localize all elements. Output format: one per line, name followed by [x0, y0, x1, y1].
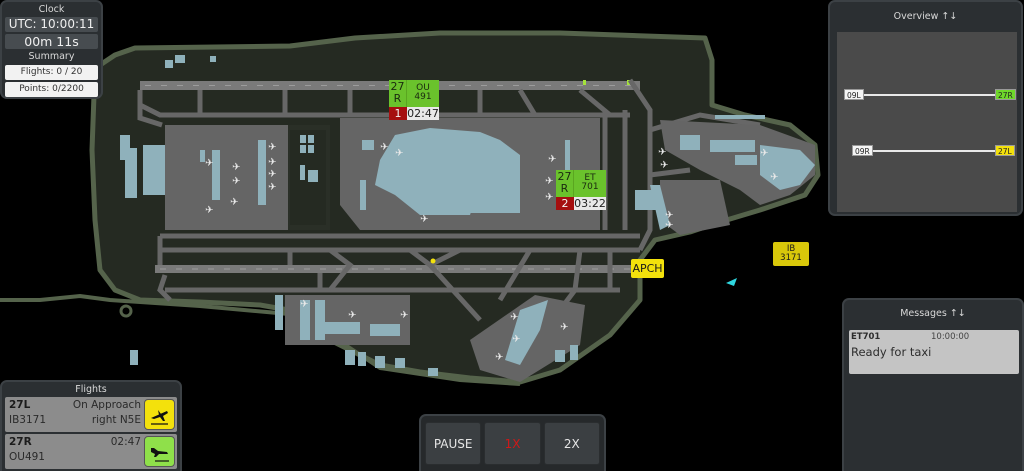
overview-title[interactable]: Overview ↑↓ — [893, 11, 958, 22]
svg-text:✈: ✈ — [400, 310, 408, 321]
overview-panel: Overview ↑↓ 09L 27R 09R 27L — [828, 0, 1023, 216]
points-count: Points: 0/2200 — [5, 82, 98, 97]
svg-text:✈: ✈ — [268, 142, 276, 153]
svg-text:✈: ✈ — [770, 172, 778, 183]
svg-text:✈: ✈ — [205, 205, 213, 216]
svg-text:✈: ✈ — [545, 176, 553, 187]
runway-line-09L-27R — [857, 94, 997, 96]
message-time: 10:00:00 — [931, 332, 970, 342]
flight-status: On Approach — [72, 399, 141, 411]
parked-aircraft: ✈✈ ✈✈✈ ✈✈✈✈ ✈✈✈ ✈✈✈ ✈✈✈ ✈✈✈ ✈✈✈ ✈✈✈ ✈ — [205, 142, 778, 363]
svg-text:✈: ✈ — [380, 142, 388, 153]
flight-status-detail: right N5E — [91, 414, 141, 426]
svg-text:✈: ✈ — [268, 169, 276, 180]
flights-panel: Flights 27L IB3171 On Approach right N5E… — [0, 380, 182, 471]
messages-panel: Messages ↑↓ ET701 10:00:00 Ready for tax… — [842, 298, 1024, 471]
svg-text:✈: ✈ — [545, 192, 553, 203]
approach-label[interactable]: APCH — [631, 259, 664, 278]
svg-text:✈: ✈ — [760, 148, 768, 159]
messages-title[interactable]: Messages ↑↓ — [900, 308, 966, 319]
arrival-icon[interactable] — [144, 399, 175, 430]
clock-title: Clock — [38, 4, 65, 15]
overview-runway-diagram: 09L 27R 09R 27L — [837, 32, 1017, 212]
flights-count: Flights: 0 / 20 — [5, 65, 98, 80]
svg-text:✈: ✈ — [512, 334, 520, 345]
runway-line-09R-27L — [867, 150, 997, 152]
svg-text:✈: ✈ — [548, 154, 556, 165]
flight-time: 02:47 — [110, 436, 141, 448]
flight-runway: 27R — [9, 436, 32, 448]
speed-1x-button[interactable]: 1X — [484, 422, 541, 465]
svg-text:✈: ✈ — [268, 157, 276, 168]
runway-end-27R: 27R — [995, 89, 1016, 100]
svg-text:✈: ✈ — [665, 210, 673, 221]
svg-text:✈: ✈ — [348, 310, 356, 321]
departure-icon[interactable] — [144, 436, 175, 467]
flight-callsign: IB3171 — [9, 414, 47, 426]
svg-text:✈: ✈ — [658, 147, 666, 158]
runway-09R-27L — [155, 265, 635, 273]
flight-card-ib3171[interactable]: 27L IB3171 On Approach right N5E — [5, 397, 177, 432]
pause-button[interactable]: PAUSE — [425, 422, 482, 465]
clock-panel: Clock UTC: 10:00:11 00m 11s Summary Flig… — [0, 0, 103, 99]
runway-end-09R: 09R — [852, 145, 873, 156]
svg-text:✈: ✈ — [232, 176, 240, 187]
svg-text:✈: ✈ — [560, 322, 568, 333]
elapsed-time: 00m 11s — [5, 34, 98, 49]
runway-end-09L: 09L — [844, 89, 864, 100]
message-text: Ready for taxi — [851, 345, 932, 359]
flight-callsign: OU491 — [9, 451, 45, 463]
svg-text:✈: ✈ — [510, 312, 518, 323]
svg-text:✈: ✈ — [230, 197, 238, 208]
strip-sequence: 2 — [556, 197, 574, 210]
strip-sequence: 1 — [389, 107, 407, 120]
flight-card-ou491[interactable]: 27R OU491 02:47 — [5, 434, 177, 469]
svg-text:✈: ✈ — [420, 214, 428, 225]
svg-text:✈: ✈ — [395, 148, 403, 159]
message-item[interactable]: ET701 10:00:00 Ready for taxi — [849, 330, 1019, 374]
flight-runway: 27L — [9, 399, 31, 411]
svg-text:✈: ✈ — [268, 182, 276, 193]
runway-end-27L: 27L — [995, 145, 1015, 156]
svg-text:✈: ✈ — [300, 299, 308, 310]
svg-text:✈: ✈ — [495, 352, 503, 363]
utc-time: UTC: 10:00:11 — [5, 17, 98, 32]
strip-time: 03:22 — [574, 197, 606, 210]
approaching-aircraft-icon — [726, 278, 737, 286]
speed-2x-button[interactable]: 2X — [543, 422, 600, 465]
speed-controls: PAUSE 1X 2X — [419, 414, 606, 471]
svg-text:✈: ✈ — [205, 158, 213, 169]
svg-text:✈: ✈ — [232, 162, 240, 173]
message-callsign: ET701 — [851, 332, 881, 342]
flights-title: Flights — [75, 384, 107, 395]
svg-text:✈: ✈ — [660, 160, 668, 171]
svg-text:✈: ✈ — [665, 220, 673, 231]
strip-time: 02:47 — [407, 107, 439, 120]
terminal-buildings — [120, 55, 815, 376]
summary-title: Summary — [28, 51, 75, 62]
